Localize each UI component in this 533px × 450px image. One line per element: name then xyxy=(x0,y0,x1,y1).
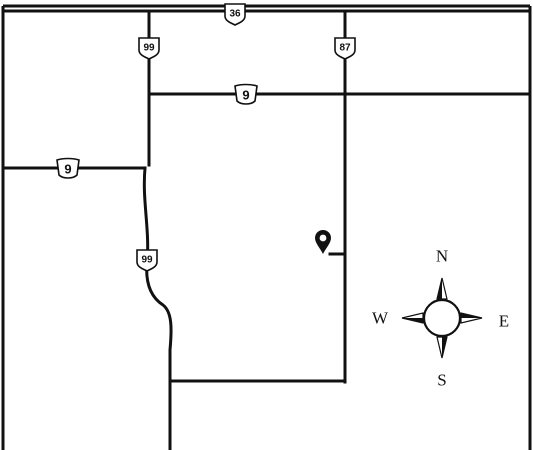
route-shield-36-icon xyxy=(224,3,246,26)
location-pin-icon[interactable] xyxy=(315,230,331,254)
route-shield-9-left-icon xyxy=(56,157,80,179)
compass-label-north: N xyxy=(436,247,448,266)
route-shield-99-top: 99 xyxy=(138,37,160,60)
route-shield-87-label: 87 xyxy=(339,43,351,54)
route-shield-9-left-label: 9 xyxy=(64,162,71,177)
route-shield-87-icon xyxy=(334,37,356,60)
compass-needle-north-shade xyxy=(437,278,442,299)
compass-center-ring xyxy=(422,298,462,338)
route-shield-87: 87 xyxy=(334,37,356,60)
compass-label-south: S xyxy=(437,371,446,390)
route-shield-9-upper: 9 xyxy=(234,83,258,105)
compass-label-west: W xyxy=(372,309,389,328)
route-shield-99-mid: 99 xyxy=(136,249,158,272)
route-shield-9-left: 9 xyxy=(56,157,80,179)
road-99-south xyxy=(142,166,173,450)
route-shield-36: 36 xyxy=(224,3,246,26)
route-shield-9-upper-label: 9 xyxy=(242,88,249,103)
compass-label-east: E xyxy=(499,312,509,331)
route-shield-99-top-label: 99 xyxy=(143,43,155,54)
compass-rose: N S E W xyxy=(372,247,509,390)
compass-needle-east-shade xyxy=(461,313,482,318)
route-shield-99-top-icon xyxy=(138,37,160,60)
route-shield-99-mid-label: 99 xyxy=(141,255,153,266)
route-shield-99-mid-icon xyxy=(136,249,158,272)
map-frame xyxy=(1,4,532,450)
compass-needle-west-shade xyxy=(402,318,423,323)
route-shield-9-upper-icon xyxy=(234,83,258,105)
route-shield-36-label: 36 xyxy=(229,9,241,20)
compass-needle-south-shade xyxy=(442,337,447,358)
